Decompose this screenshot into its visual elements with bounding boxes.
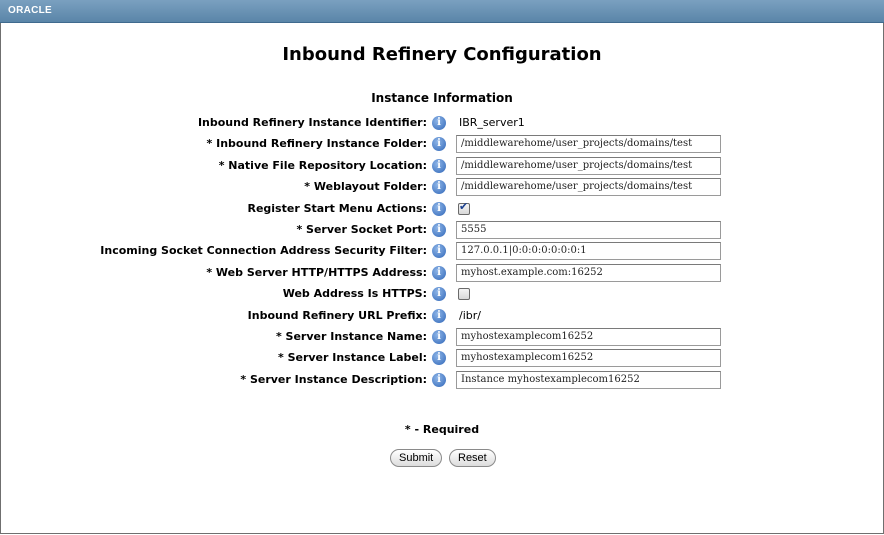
inbound-refinery-url-prefix-value: /ibr/ [459, 309, 481, 322]
form-row-server-instance-description: * Server Instance Description: i Instance … [0, 370, 884, 390]
field-label: Inbound Refinery URL Prefix: [247, 309, 427, 322]
field-label: * Web Server HTTP/HTTPS Address: [206, 266, 427, 279]
form-row-server-instance-name: * Server Instance Name: i myhostexamplecom… [0, 327, 884, 347]
field-label: Web Address Is HTTPS: [282, 287, 427, 300]
field-label: Register Start Menu Actions: [247, 202, 427, 215]
server-socket-port-input[interactable]: 5555 [456, 221, 721, 239]
form-row-incoming-socket-connection-address-security-filter: Incoming Socket Connection Address Secur… [0, 241, 884, 261]
page-title: Inbound Refinery Configuration [282, 44, 602, 65]
field-label: * Inbound Refinery Instance Folder: [206, 137, 427, 150]
register-start-menu-actions-checkbox[interactable] [458, 200, 470, 215]
header-bar: ORACLE [0, 0, 884, 23]
info-icon[interactable]: i [432, 309, 446, 323]
inbound-refinery-instance-folder-input[interactable]: /middlewarehome/user_projects/domains/te… [456, 135, 721, 153]
oracle-logo: ORACLE [8, 5, 53, 16]
submit-button[interactable]: Submit [390, 449, 443, 467]
form-row-inbound-refinery-url-prefix: Inbound Refinery URL Prefix: i/ibr/ [0, 306, 884, 326]
form-row-web-address-is-https: Web Address Is HTTPS: i [0, 284, 884, 304]
reset-button[interactable]: Reset [449, 449, 496, 467]
inbound-refinery-instance-identifier-value: IBR_server1 [459, 116, 525, 129]
info-icon[interactable]: i [432, 159, 446, 173]
info-icon[interactable]: i [432, 244, 446, 258]
native-file-repository-location-input[interactable]: /middlewarehome/user_projects/domains/te… [456, 157, 721, 175]
info-icon[interactable]: i [432, 202, 446, 216]
server-instance-label-input[interactable]: myhostexamplecom16252 [456, 349, 721, 367]
server-instance-description-input[interactable]: Instance myhostexamplecom16252 [456, 371, 721, 389]
field-label: * Server Socket Port: [296, 223, 427, 236]
form-row-inbound-refinery-instance-identifier: Inbound Refinery Instance Identifier: i IB… [0, 113, 884, 133]
web-server-http-https-address-input[interactable]: myhost.example.com:16252 [456, 264, 721, 282]
required-note: * - Required [404, 423, 480, 436]
info-icon[interactable]: i [432, 373, 446, 387]
info-icon[interactable]: i [432, 351, 446, 365]
info-icon[interactable]: i [432, 180, 446, 194]
field-label: Incoming Socket Connection Address Secur… [100, 244, 427, 257]
field-label: Inbound Refinery Instance Identifier: [197, 116, 427, 129]
server-instance-name-input[interactable]: myhostexamplecom16252 [456, 328, 721, 346]
field-label: * Server Instance Name: [275, 330, 427, 343]
form-row-register-start-menu-actions: Register Start Menu Actions: i [0, 199, 884, 219]
field-label: * Native File Repository Location: [218, 159, 427, 172]
info-icon[interactable]: i [432, 266, 446, 280]
form-row-server-instance-label: * Server Instance Label: i myhostexampleco… [0, 348, 884, 368]
info-icon[interactable]: i [432, 137, 446, 151]
form-row-server-socket-port: * Server Socket Port: i 5555 [0, 220, 884, 240]
field-label: * Server Instance Label: [277, 351, 427, 364]
form-row-web-server-http-https-address: * Web Server HTTP/HTTPS Address: i myhost.… [0, 263, 884, 283]
weblayout-folder-input[interactable]: /middlewarehome/user_projects/domains/te… [456, 178, 721, 196]
form-row-weblayout-folder: * Weblayout Folder: i/middlewarehome/user… [0, 177, 884, 197]
form-row-native-file-repository-location: * Native File Repository Location: i/midd… [0, 156, 884, 176]
form-row-inbound-refinery-instance-folder: * Inbound Refinery Instance Folder: i/mid… [0, 134, 884, 154]
info-icon[interactable]: i [432, 330, 446, 344]
section-title: Instance Information [371, 91, 513, 105]
info-icon[interactable]: i [432, 287, 446, 301]
incoming-socket-connection-address-security-filter-input[interactable]: 127.0.0.1|0:0:0:0:0:0:0:1 [456, 242, 721, 260]
info-icon[interactable]: i [432, 116, 446, 130]
info-icon[interactable]: i [432, 223, 446, 237]
field-label: * Weblayout Folder: [304, 180, 427, 193]
field-label: * Server Instance Description: [240, 373, 427, 386]
web-address-is-https-checkbox[interactable] [458, 288, 470, 300]
